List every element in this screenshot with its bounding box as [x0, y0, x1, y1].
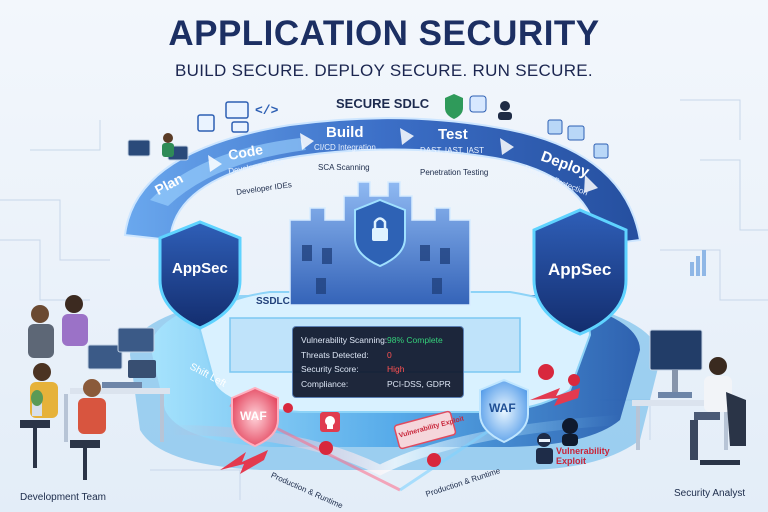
sca-scanning-label: SCA Scanning [318, 163, 370, 172]
status-row-scanning: Vulnerability Scanning: 98% Complete [301, 333, 455, 348]
coder-with-laptop [127, 133, 189, 161]
status-row-threats: Threats Detected: 0 [301, 348, 455, 363]
user-icon [498, 101, 512, 120]
stage-build-detail: CI/CD Integration [314, 143, 376, 152]
shield-check-icon [445, 94, 463, 119]
ssdlc-label: SSDLC [256, 296, 290, 307]
container-icons [547, 119, 609, 159]
security-analyst-label: Security Analyst [674, 488, 746, 499]
developer-team [20, 295, 170, 480]
page-title: APPLICATION SECURITY [168, 14, 600, 53]
sdlc-label: SECURE SDLC [336, 96, 430, 111]
status-value: 98% Complete [387, 335, 443, 346]
appsec-shield-left [158, 220, 242, 330]
hacker-icon [536, 433, 553, 464]
code-brackets-icon: </> [255, 103, 279, 118]
waf-left [231, 386, 279, 448]
waf-right [479, 378, 529, 444]
waf-left-label: WAF [240, 409, 267, 423]
stage-test-detail: DAST, IAST, IAST [420, 146, 485, 155]
status-value: 0 [387, 349, 392, 360]
circuit-lines [0, 99, 768, 500]
code-icons [197, 101, 249, 133]
bug-icons [283, 364, 580, 467]
development-team-label: Development Team [20, 492, 106, 503]
appsec-right-label: AppSec [548, 260, 612, 279]
badge-icon [469, 95, 487, 113]
status-value: High [387, 364, 405, 375]
waf-right-label: WAF [489, 401, 516, 415]
pentest-label: Penetration Testing [420, 168, 489, 177]
vuln-tag-shape [393, 410, 457, 450]
status-key: Security Score: [301, 364, 359, 375]
status-row-score: Security Score: High [301, 362, 455, 377]
status-row-compliance: Compliance: PCI-DSS, GDPR [301, 377, 455, 392]
status-key: Vulnerability Scanning: [301, 335, 388, 346]
plant-icon [31, 390, 43, 416]
threat-arrows [220, 388, 580, 474]
bar-chart-icon [690, 250, 706, 276]
svg-text:</>: </> [255, 103, 279, 118]
page-subtitle: BUILD SECURE. DEPLOY SECURE. RUN SECURE. [175, 61, 593, 80]
status-panel: Vulnerability Scanning: 98% Complete Thr… [292, 326, 464, 398]
vulnerability-exploit-label: Vulnerability Exploit [556, 446, 610, 466]
status-key: Compliance: [301, 378, 349, 389]
skull-icon [320, 412, 340, 432]
security-analyst [632, 329, 746, 465]
fortress [289, 181, 471, 306]
status-key: Threats Detected: [301, 349, 369, 360]
stage-test: Test [438, 126, 468, 143]
hooded-figure-icon [562, 418, 578, 446]
appsec-left-label: AppSec [172, 260, 228, 277]
stage-build: Build [326, 124, 364, 141]
status-value: PCI-DSS, GDPR [387, 378, 451, 389]
appsec-shield-right [532, 208, 628, 336]
sdlc-pipeline [123, 117, 642, 247]
